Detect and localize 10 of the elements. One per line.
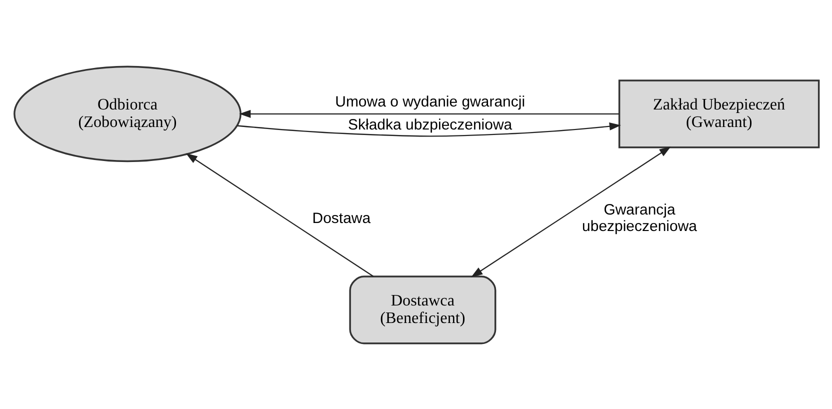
node-box: Dostawca (Beneficjent) (348, 275, 496, 344)
arrow (470, 146, 670, 277)
edge-label: Gwarancja ubezpieczeniowa (582, 201, 696, 234)
arrow (238, 109, 618, 118)
arrow (185, 152, 374, 276)
edge-label: Umowa o wydanie gwarancji (334, 92, 525, 110)
arrow (236, 122, 620, 136)
node-box: Zakład Ubezpieczeń (Gwarant) (618, 79, 820, 148)
edge-label: Składka ubzpieczeniowa (348, 116, 512, 133)
edge-label: Dostawa (312, 209, 370, 226)
